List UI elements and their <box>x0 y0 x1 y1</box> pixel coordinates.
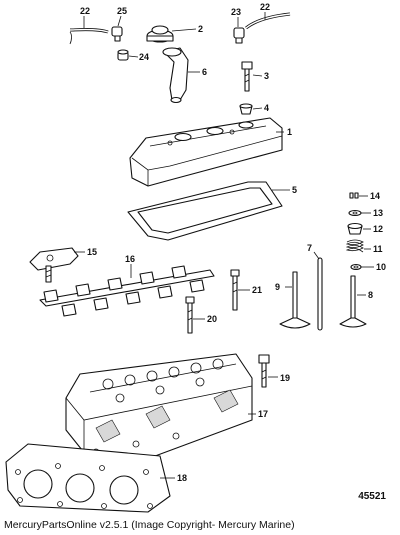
callout-22b: 22 <box>260 2 270 12</box>
callout-9: 9 <box>275 282 280 292</box>
callout-25: 25 <box>117 6 127 16</box>
callout-21: 21 <box>252 285 262 295</box>
part-18-head-gasket <box>5 443 171 513</box>
callout-19: 19 <box>280 373 290 383</box>
part-13-spring-retainer <box>348 209 362 217</box>
callout-4: 4 <box>264 103 269 113</box>
callout-7: 7 <box>307 243 312 253</box>
part-3-cover-bolt <box>241 61 253 92</box>
callout-13: 13 <box>373 208 383 218</box>
callout-12: 12 <box>373 224 383 234</box>
part-21-bolt <box>230 269 240 311</box>
part-2-oil-fill-cap <box>146 25 174 43</box>
part-4-grommet <box>239 103 253 115</box>
part-5-cover-gasket <box>127 181 283 241</box>
callout-15: 15 <box>87 247 97 257</box>
callout-5: 5 <box>292 185 297 195</box>
part-12-oil-shield <box>347 222 363 235</box>
part-15-rocker-arm <box>29 247 79 283</box>
part-20-bolt <box>185 296 195 334</box>
part-6-oil-fill-tube <box>162 47 189 104</box>
callout-8: 8 <box>368 290 373 300</box>
part-22-vent-hose-left <box>69 28 109 45</box>
part-7-pushrod <box>317 257 323 331</box>
callout-1: 1 <box>287 127 292 137</box>
copyright-footer: MercuryPartsOnline v2.5.1 (Image Copyrig… <box>4 519 295 531</box>
callout-3: 3 <box>264 71 269 81</box>
callout-6: 6 <box>202 67 207 77</box>
callout-14: 14 <box>370 191 380 201</box>
part-1-valve-cover <box>129 117 283 187</box>
callout-11: 11 <box>373 244 383 254</box>
callout-23: 23 <box>231 7 241 17</box>
callout-17: 17 <box>258 409 268 419</box>
part-11-valve-spring <box>345 239 364 253</box>
callout-2: 2 <box>198 24 203 34</box>
diagram-number: 45521 <box>358 491 386 502</box>
part-17-cylinder-head <box>65 353 253 473</box>
callout-16: 16 <box>125 254 135 264</box>
callout-24: 24 <box>139 52 149 62</box>
part-8-exhaust-valve <box>339 275 367 328</box>
part-16-rocker-assembly <box>39 265 215 317</box>
callout-22a: 22 <box>80 6 90 16</box>
callout-20: 20 <box>207 314 217 324</box>
part-9-intake-valve <box>279 271 311 329</box>
part-22-vent-hose-right <box>245 12 291 30</box>
part-24-grommet <box>117 49 129 61</box>
part-10-valve-seal <box>350 263 362 271</box>
part-19-head-bolt <box>258 354 270 388</box>
callout-10: 10 <box>376 262 386 272</box>
part-14-valve-keys <box>349 192 359 199</box>
callout-18: 18 <box>177 473 187 483</box>
part-23-fitting <box>233 27 245 44</box>
part-25-fitting <box>111 26 123 42</box>
